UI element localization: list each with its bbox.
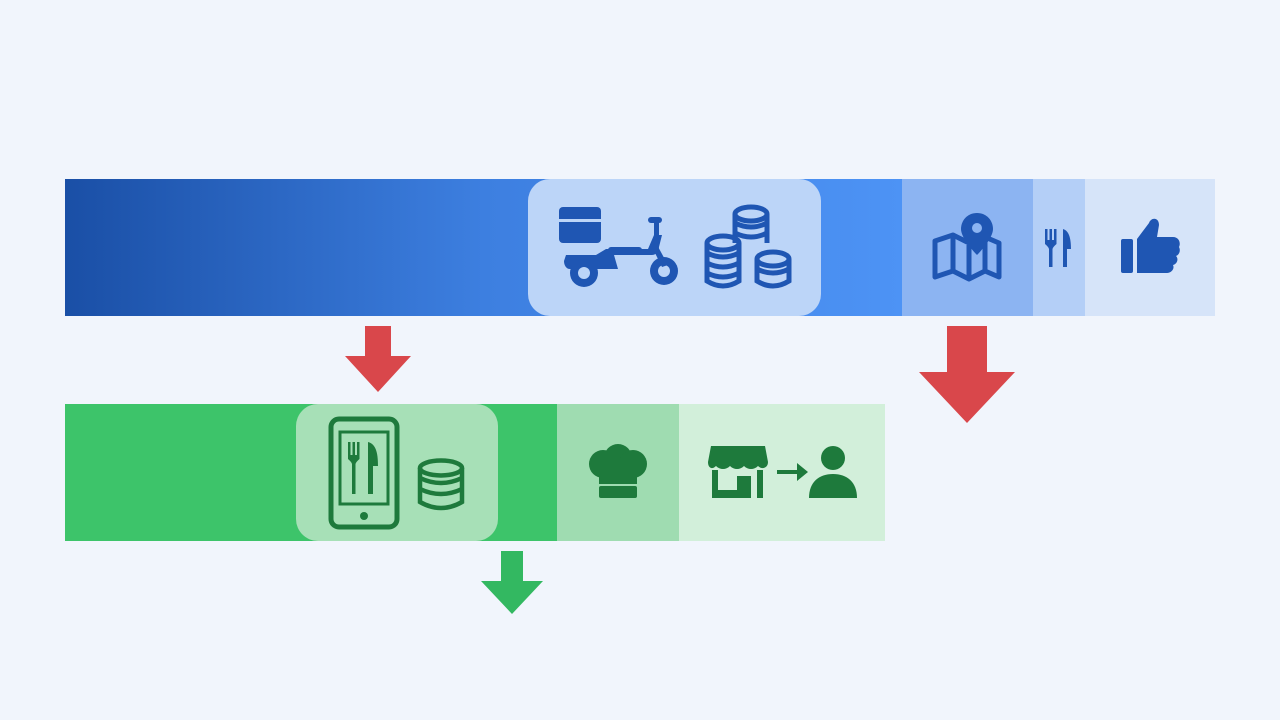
bottom-bar-app-card bbox=[296, 404, 498, 541]
coin-stack-icon bbox=[417, 458, 465, 511]
thumbs-up-icon bbox=[1121, 218, 1180, 273]
top-bar-delivery-card bbox=[528, 179, 821, 316]
arrow-down-red-small bbox=[345, 326, 411, 392]
top-bar bbox=[65, 179, 1215, 316]
phone-food-app-icon bbox=[328, 416, 400, 530]
chef-hat-icon bbox=[589, 444, 647, 498]
bottom-bar bbox=[65, 404, 885, 541]
map-pin-icon bbox=[932, 213, 1002, 282]
arrow-down-green-small bbox=[481, 551, 543, 614]
delivery-scooter-icon bbox=[559, 207, 678, 287]
fork-knife-icon bbox=[1045, 229, 1071, 267]
arrow-right-icon bbox=[777, 463, 808, 481]
arrow-down-red-large bbox=[919, 326, 1015, 423]
coin-stacks-icon bbox=[704, 204, 792, 289]
store-icon bbox=[708, 446, 768, 498]
top-bar-cutlery-segment bbox=[1033, 179, 1085, 316]
person-icon bbox=[809, 446, 857, 498]
